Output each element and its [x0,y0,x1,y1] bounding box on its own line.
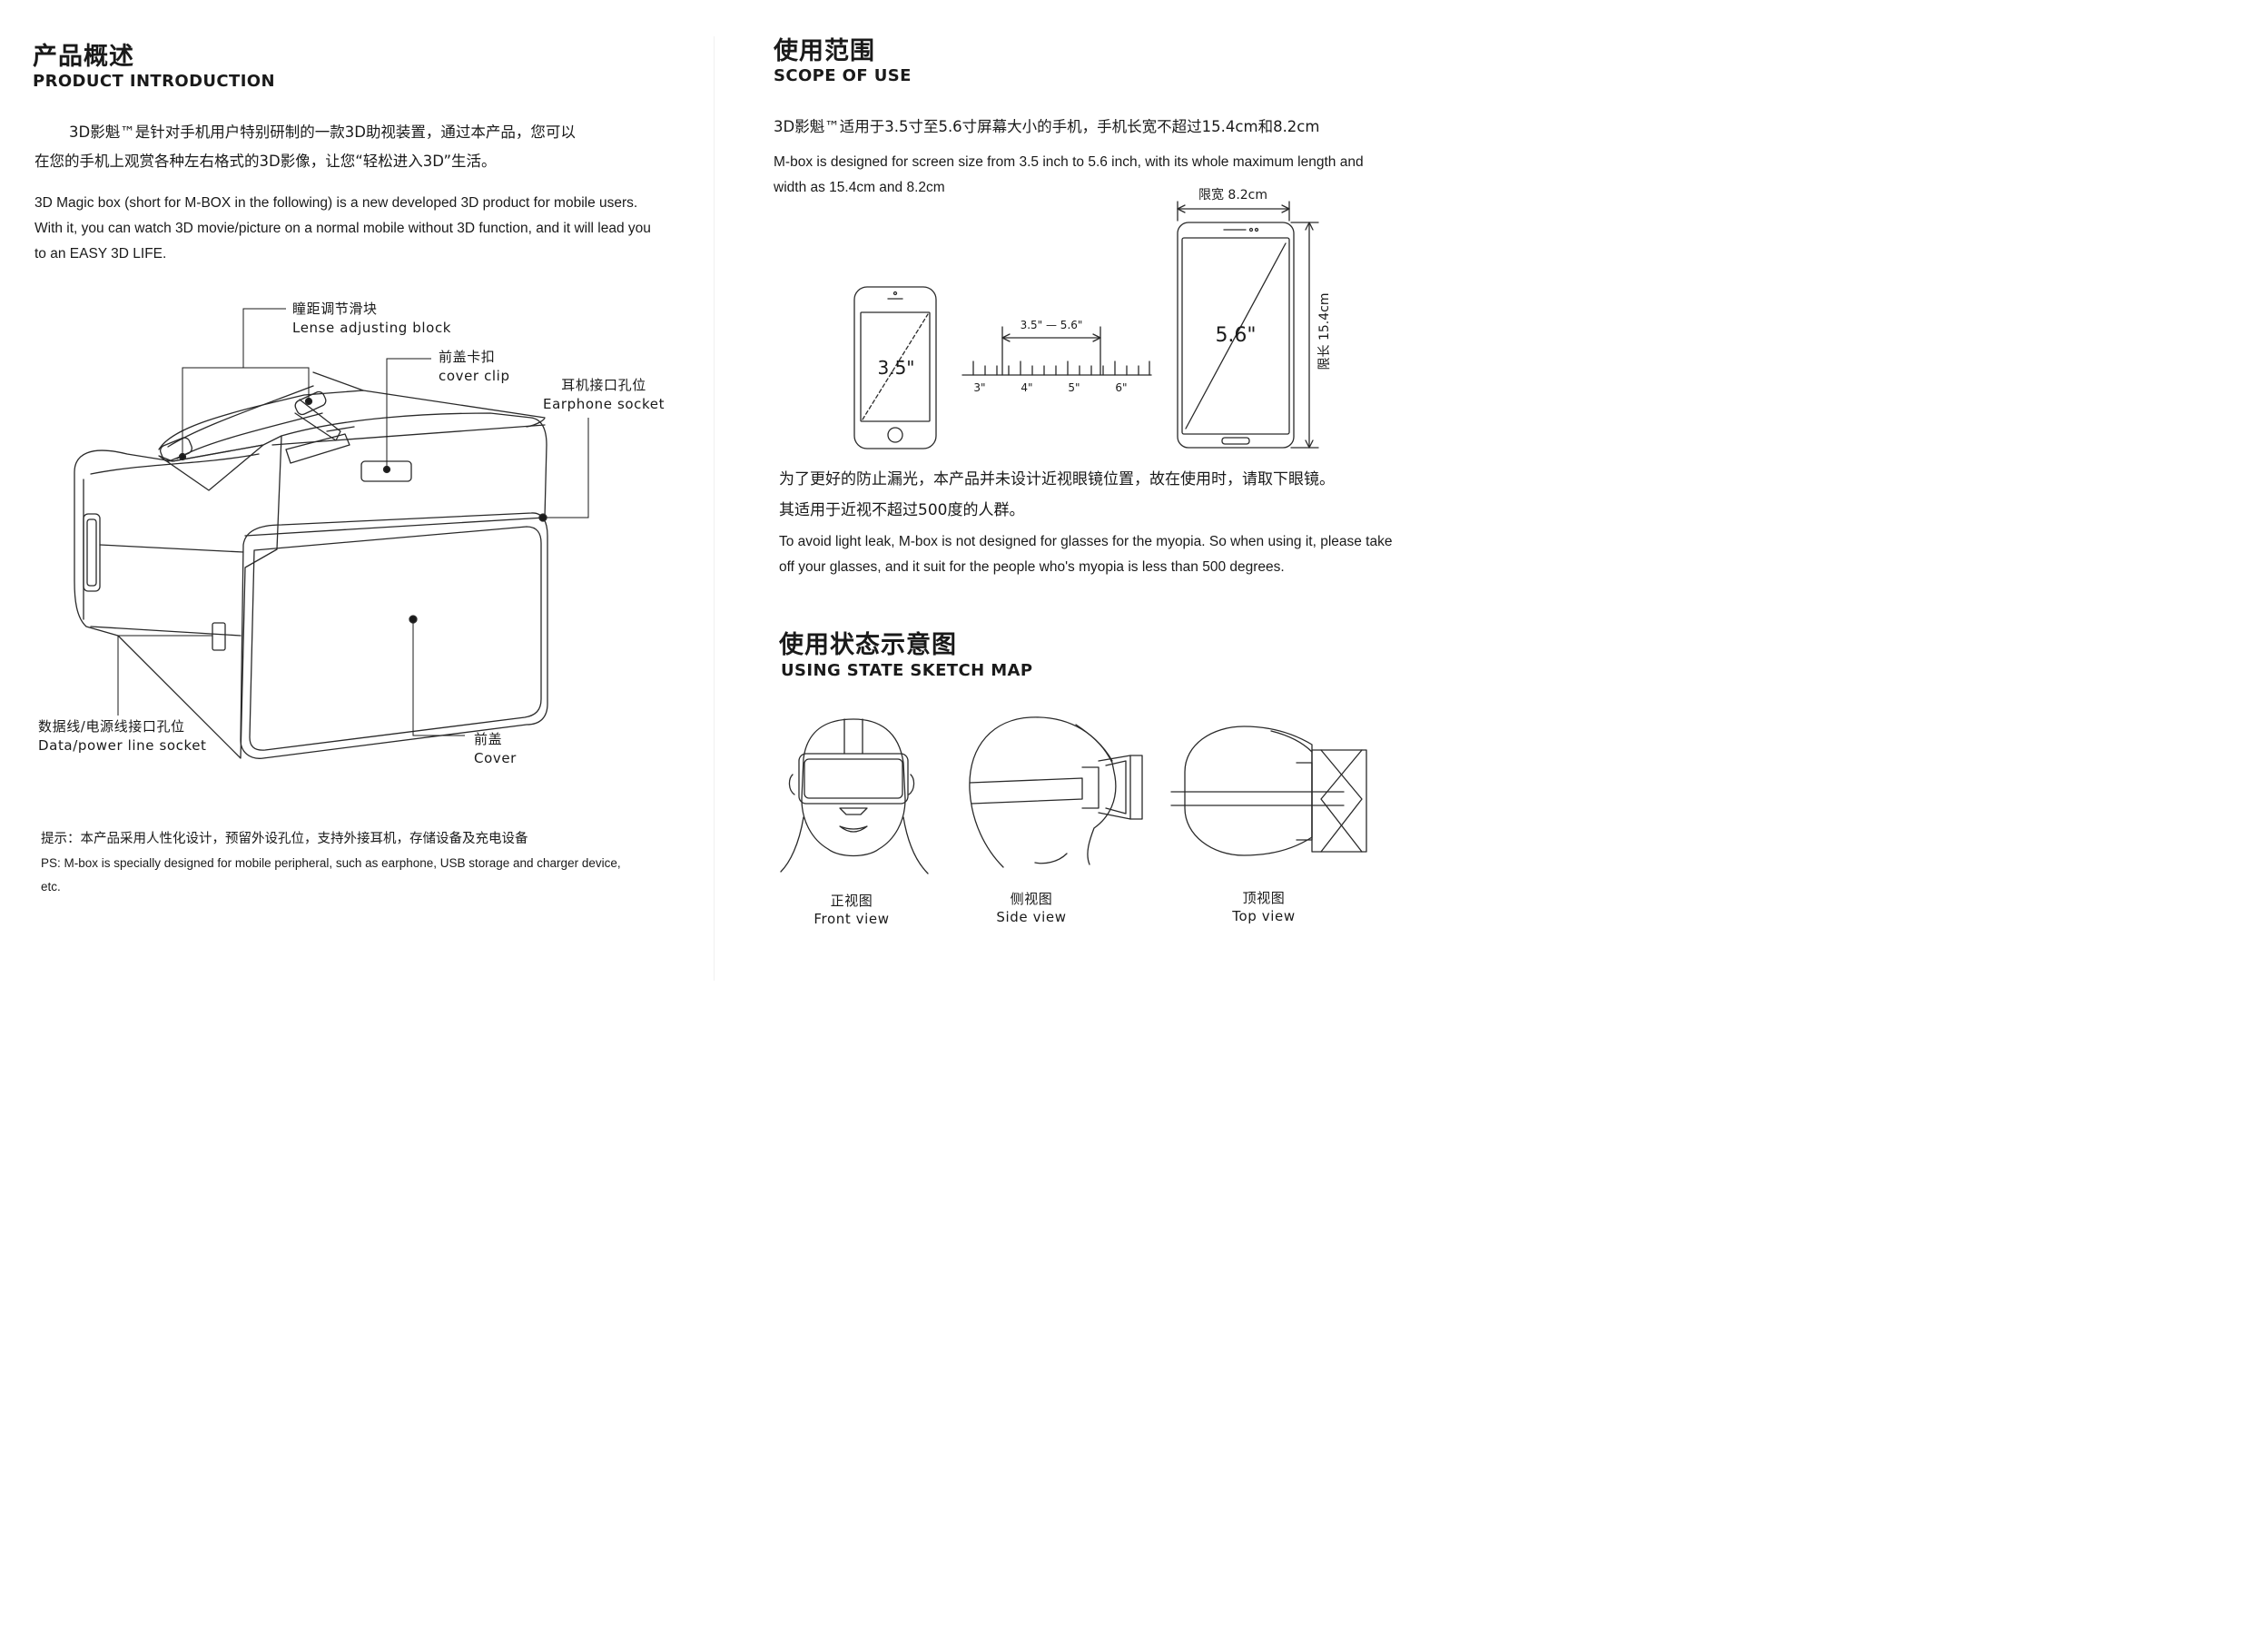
myopia-cn-line2: 其适用于近视不超过500度的人群。 [779,501,1025,519]
label-cover: 前盖 Cover [474,730,517,768]
small-phone-size: 3.5" [877,357,914,379]
ruler-tick-6: 6" [1115,381,1127,394]
label-ear-en: Earphone socket [543,396,666,412]
caption-front-view: 正视图 Front view [806,892,897,928]
label-clip-cn: 前盖卡扣 [439,349,496,365]
label-cover-cn: 前盖 [474,731,503,747]
label-cover-en: Cover [474,750,517,766]
large-phone-size: 5.6" [1215,324,1256,347]
caption-side-en: Side view [996,909,1067,925]
scope-title-en: SCOPE OF USE [774,66,912,85]
ruler-tick-4: 4" [1021,381,1032,394]
intro-paragraph-en: 3D Magic box (short for M-BOX in the fol… [35,195,651,262]
label-lens-cn: 瞳距调节滑块 [292,301,378,317]
intro-title-en: PRODUCT INTRODUCTION [33,72,275,91]
label-earphone-socket: 耳机接口孔位 Earphone socket [543,376,665,414]
top-view-figure [1170,726,1367,856]
intro-title-cn: 产品概述 [33,43,134,71]
intro-paragraph-cn-line2: 在您的手机上观赏各种左右格式的3D影像，让您“轻松进入3D”生活。 [35,153,497,170]
lens-slider-right [294,390,327,416]
label-ear-cn: 耳机接口孔位 [561,377,646,393]
label-data-en: Data/power line socket [38,737,207,754]
caption-top-view: 顶视图 Top view [1218,889,1309,925]
label-clip-en: cover clip [439,368,510,384]
label-data-socket: 数据线/电源线接口孔位 Data/power line socket [38,717,207,755]
side-view-figure [969,716,1143,868]
caption-side-view: 侧视图 Side view [986,890,1077,926]
small-phone [853,286,937,449]
label-cover-clip: 前盖卡扣 cover clip [439,348,510,386]
myopia-en: To avoid light leak, M-box is not design… [779,534,1393,575]
usage-sketch-diagram [780,716,1367,874]
sketch-title-cn: 使用状态示意图 [779,631,957,659]
headset-top [244,412,547,537]
label-lens-en: Lense adjusting block [292,320,452,336]
label-data-cn: 数据线/电源线接口孔位 [38,718,185,735]
length-limit-label: 限长 15.4cm [1317,293,1332,370]
page-gutter [714,36,715,981]
caption-front-en: Front view [814,911,890,927]
scope-title-cn: 使用范围 [774,37,875,65]
scope-paragraph-cn: 3D影魁™适用于3.5寸至5.6寸屏幕大小的手机，手机长宽不超过15.4cm和8… [774,118,1320,135]
sketch-title-en: USING STATE SKETCH MAP [781,661,1033,680]
data-socket [212,622,226,651]
ruler-tick-3: 3" [973,381,985,394]
caption-top-cn: 顶视图 [1242,890,1286,906]
label-lens-adjusting-block: 瞳距调节滑块 Lense adjusting block [292,300,451,338]
size-range-label: 3.5" — 5.6" [1021,319,1083,331]
tip-en: PS: M-box is specially designed for mobi… [41,856,621,893]
caption-front-cn: 正视图 [830,893,873,909]
width-limit-label: 限宽 8.2cm [1198,187,1267,202]
side-grip [83,513,101,592]
phone-size-diagram: 限宽 8.2cm 限长 15.4cm 3.5" 5.6" 3.5" — 5.6"… [853,187,1332,449]
caption-top-en: Top view [1232,908,1296,924]
intro-paragraph-cn-line1: 3D影魁™是针对手机用户特别研制的一款3D助视装置，通过本产品，您可以 [69,123,576,141]
large-phone [1177,222,1295,449]
scope-paragraph-en: M-box is designed for screen size from 3… [774,154,1364,195]
tip-cn: 提示：本产品采用人性化设计，预留外设孔位，支持外接耳机，存储设备及充电设备 [41,832,528,846]
front-cover-box [240,512,548,759]
caption-side-cn: 侧视图 [1010,891,1053,907]
ruler-tick-5: 5" [1068,381,1080,394]
front-view-figure [780,718,929,874]
headset-face-part [74,435,282,759]
headset-illustration [74,308,589,759]
myopia-cn-line1: 为了更好的防止漏光，本产品并未设计近视眼镜位置，故在使用时，请取下眼镜。 [779,470,1335,489]
